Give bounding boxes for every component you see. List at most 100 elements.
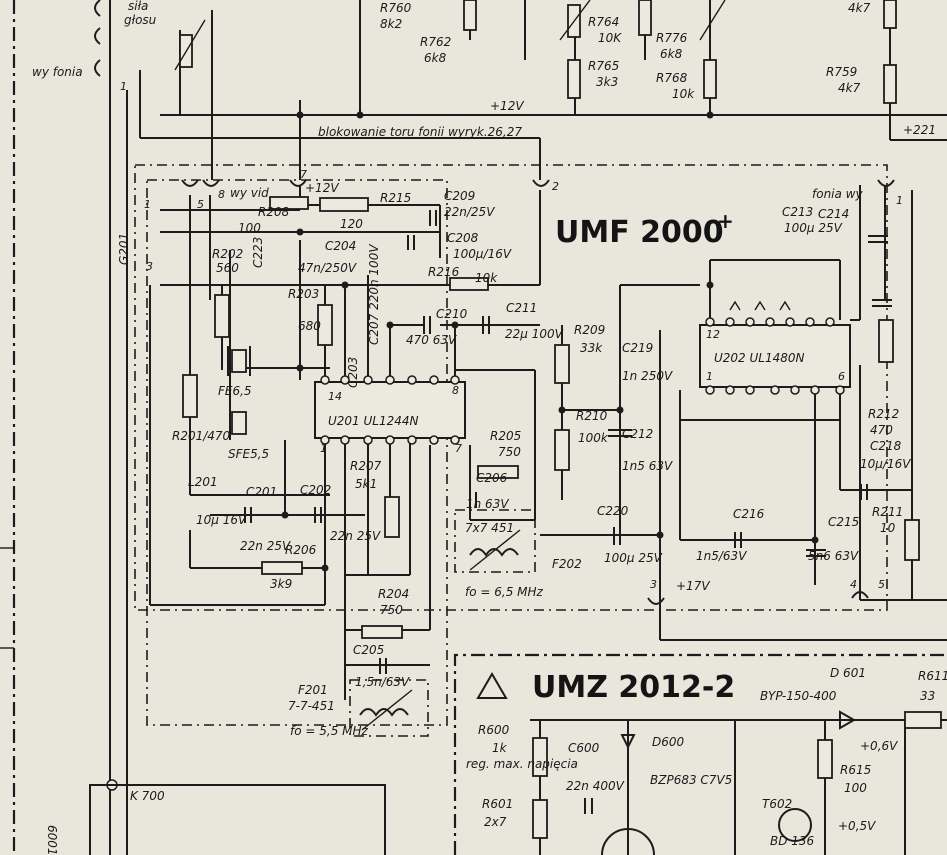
umf2000-title: UMF 2000 — [555, 215, 724, 250]
svg-text:1n5 63V: 1n5 63V — [622, 459, 673, 473]
svg-text:3k3: 3k3 — [596, 75, 618, 89]
umf-resistors — [182, 196, 920, 639]
svg-text:R211: R211 — [872, 505, 903, 519]
blocking-note: blokowanie toru fonii wyryk.26,27 — [318, 125, 522, 139]
svg-text:wy vid: wy vid — [230, 186, 269, 200]
svg-text:R206: R206 — [285, 543, 317, 557]
svg-text:R215: R215 — [380, 191, 411, 205]
umz-wiring — [89, 672, 947, 855]
svg-text:D600: D600 — [652, 735, 685, 749]
svg-text:10k: 10k — [475, 271, 498, 285]
svg-text:5: 5 — [878, 578, 885, 591]
svg-text:1: 1 — [320, 442, 327, 455]
svg-text:2: 2 — [552, 180, 559, 193]
svg-text:22n 25V: 22n 25V — [330, 529, 381, 543]
svg-text:120: 120 — [340, 217, 363, 231]
svg-text:C210: C210 — [436, 307, 468, 321]
svg-text:560: 560 — [216, 261, 239, 275]
svg-text:750: 750 — [498, 445, 521, 459]
svg-text:8: 8 — [218, 188, 225, 201]
svg-text:470 63V: 470 63V — [406, 333, 457, 347]
svg-text:4: 4 — [850, 578, 857, 591]
sila-glosu-2: głosu — [124, 13, 157, 27]
ceramic-filters — [227, 346, 251, 435]
svg-text:C223: C223 — [251, 237, 265, 268]
svg-text:BD 136: BD 136 — [770, 834, 815, 848]
d601-ref: D 601 — [830, 666, 866, 680]
svg-text:1n 63V: 1n 63V — [466, 497, 509, 511]
svg-text:R202: R202 — [212, 247, 243, 261]
svg-text:2x7: 2x7 — [484, 815, 507, 829]
svg-text:10k: 10k — [672, 87, 695, 101]
svg-text:reg. max. napięcia: reg. max. napięcia — [466, 757, 578, 771]
svg-text:22n 400V: 22n 400V — [566, 779, 625, 793]
svg-text:22n/25V: 22n/25V — [444, 205, 495, 219]
svg-text:1n5/63V: 1n5/63V — [696, 549, 747, 563]
umf-capacitors — [244, 210, 892, 674]
svg-text:R768: R768 — [656, 71, 688, 85]
svg-text:FE6,5: FE6,5 — [218, 384, 252, 398]
svg-text:BZP683 C7V5: BZP683 C7V5 — [650, 773, 732, 787]
junction-dots — [281, 111, 819, 572]
svg-text:5k1: 5k1 — [355, 477, 377, 491]
svg-text:SFE5,5: SFE5,5 — [228, 447, 269, 461]
svg-text:10: 10 — [880, 521, 896, 535]
u201-name: U201 UL1244N — [328, 414, 419, 428]
svg-text:33: 33 — [920, 689, 935, 703]
svg-text:3: 3 — [146, 260, 153, 273]
svg-text:R201/470: R201/470 — [172, 429, 231, 443]
umf2000-frame — [134, 164, 888, 611]
svg-text:100k: 100k — [578, 431, 609, 445]
labels: UMF 2000 + UMZ 2012-2 D 601 BYP-150-400 … — [32, 0, 947, 855]
svg-text:R765: R765 — [588, 59, 619, 73]
svg-text:22n 25V: 22n 25V — [240, 539, 291, 553]
svg-text:1,5n/63V: 1,5n/63V — [355, 675, 410, 689]
svg-text:1: 1 — [144, 198, 151, 211]
top-wiring — [126, 0, 947, 180]
svg-text:100μ/16V: 100μ/16V — [453, 247, 512, 261]
svg-text:R760: R760 — [380, 1, 412, 15]
svg-text:L201: L201 — [188, 475, 218, 489]
svg-text:3k9: 3k9 — [270, 577, 292, 591]
left-rail-lines — [0, 0, 128, 855]
svg-text:6k8: 6k8 — [424, 51, 447, 65]
svg-text:R759: R759 — [826, 65, 857, 79]
svg-text:750: 750 — [380, 603, 403, 617]
svg-text:7x7 451: 7x7 451 — [465, 521, 514, 535]
supply-pin: +17V — [676, 579, 710, 593]
svg-text:4k7: 4k7 — [838, 81, 861, 95]
svg-text:R216: R216 — [428, 265, 460, 279]
g201-label: G201 — [117, 233, 131, 265]
svg-text:3: 3 — [650, 578, 657, 591]
svg-text:R764: R764 — [588, 15, 619, 29]
svg-text:R615: R615 — [840, 763, 871, 777]
svg-text:100: 100 — [238, 221, 261, 235]
svg-text:R207: R207 — [350, 459, 382, 473]
umz2012-frame — [453, 653, 947, 855]
svg-text:R212: R212 — [868, 407, 899, 421]
svg-text:8: 8 — [452, 384, 459, 397]
svg-text:10K: 10K — [598, 31, 622, 45]
svg-text:10μ 16V: 10μ 16V — [196, 513, 247, 527]
wy-fonia: wy fonia — [32, 65, 83, 79]
supply-ref-high: +0,6V — [860, 739, 898, 753]
svg-text:C212: C212 — [622, 427, 653, 441]
svg-text:10μ/16V: 10μ/16V — [860, 457, 911, 471]
svg-text:fonia wy: fonia wy — [812, 187, 863, 201]
svg-text:1: 1 — [706, 370, 713, 383]
svg-text:1: 1 — [896, 194, 903, 207]
svg-text:F202: F202 — [552, 557, 582, 571]
svg-text:C205: C205 — [353, 643, 384, 657]
umz2012-title: UMZ 2012-2 — [532, 670, 735, 705]
svg-text:R210: R210 — [576, 409, 608, 423]
svg-text:1: 1 — [120, 80, 127, 93]
svg-text:4k7: 4k7 — [848, 1, 871, 15]
svg-text:C220: C220 — [597, 504, 629, 518]
svg-text:C219: C219 — [622, 341, 653, 355]
svg-text:100μ 25V: 100μ 25V — [604, 551, 663, 565]
svg-text:C215: C215 — [828, 515, 859, 529]
svg-text:T602: T602 — [762, 797, 792, 811]
svg-text:C201: C201 — [246, 485, 277, 499]
svg-text:7: 7 — [455, 442, 462, 455]
svg-text:+221: +221 — [903, 123, 936, 137]
